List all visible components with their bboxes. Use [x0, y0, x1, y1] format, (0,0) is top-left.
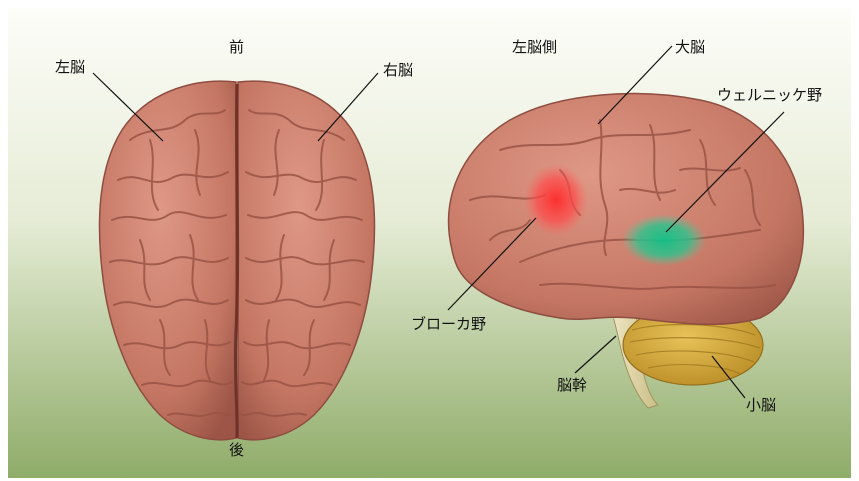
- label-right-brain: 右脳: [383, 63, 413, 78]
- label-back: 後: [229, 443, 244, 458]
- label-front: 前: [229, 40, 244, 55]
- broca-area-highlight: [524, 164, 588, 236]
- label-cerebellum: 小脳: [746, 398, 776, 413]
- label-left-brain: 左脳: [55, 60, 85, 75]
- cerebrum-shape: [449, 94, 804, 325]
- top-view-brain: [99, 81, 374, 440]
- label-wernicke-area: ウェルニッケ野: [717, 88, 822, 103]
- label-brainstem: 脳幹: [557, 378, 587, 393]
- label-broca-area: ブローカ野: [411, 317, 486, 332]
- wernicke-area-highlight: [622, 214, 706, 266]
- label-cerebrum: 大脳: [675, 40, 705, 55]
- label-left-side-view: 左脳側: [512, 40, 557, 55]
